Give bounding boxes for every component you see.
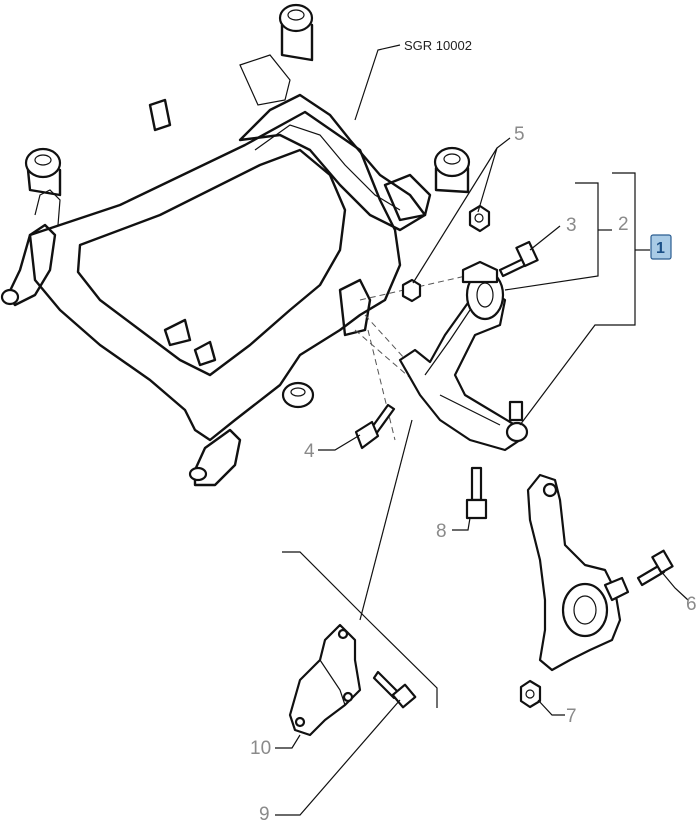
steering-knuckle: [526, 473, 630, 672]
callout-2: 2: [618, 214, 629, 235]
leader-lines: [275, 44, 689, 816]
mounting-bracket: [288, 623, 362, 737]
bolt-4: [354, 403, 396, 450]
callout-4: 4: [304, 441, 315, 462]
lower-control-arm: [398, 260, 529, 452]
front-subframe: [0, 3, 471, 487]
callout-3: 3: [566, 215, 577, 236]
callout-9: 9: [259, 804, 270, 823]
callout-1: 1: [656, 240, 665, 257]
callout-8: 8: [436, 521, 447, 542]
bolt-3: [498, 240, 539, 278]
main-callout-badge: 1: [650, 234, 672, 260]
nut-7: [519, 679, 542, 709]
bolt-6: [636, 549, 674, 587]
callout-6: 6: [686, 594, 697, 615]
nut-small: [401, 278, 422, 303]
bolt-9: [372, 670, 417, 709]
callout-7: 7: [566, 706, 577, 727]
nut-5: [468, 204, 491, 233]
callout-5: 5: [514, 124, 525, 145]
callout-10: 10: [250, 738, 271, 759]
bolt-8: [465, 466, 488, 520]
reference-code: SGR 10002: [404, 38, 472, 53]
